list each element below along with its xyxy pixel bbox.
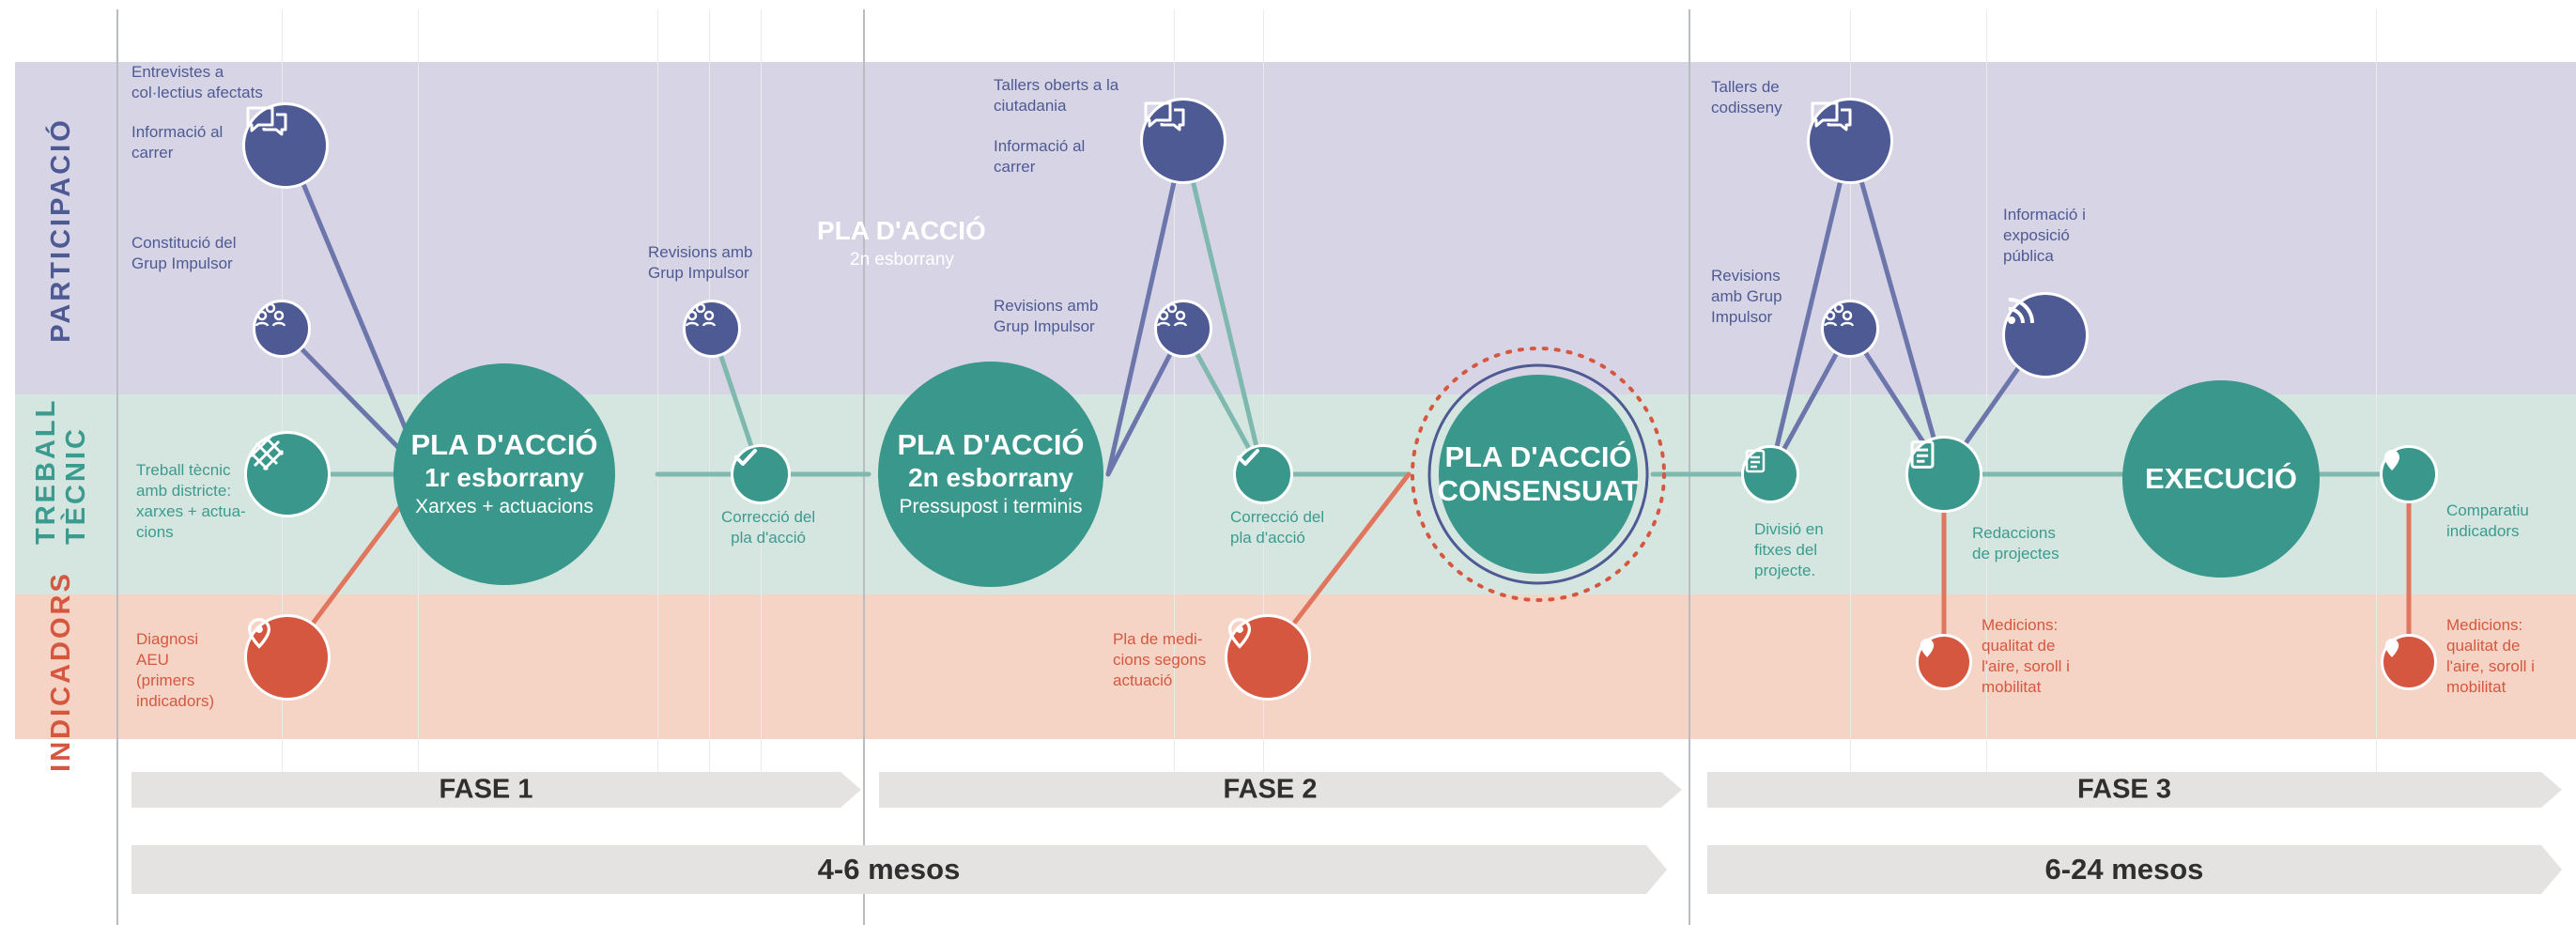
label-pla-medicions: Pla de medi- cions segons actuació <box>1113 630 1207 689</box>
label-informacio-carrer: Informació al carrer <box>131 123 224 162</box>
label-entrevistes: Entrevistes a col·lectius afectats <box>131 63 263 101</box>
document-icon <box>1741 445 1799 503</box>
grid-line <box>2376 9 2377 779</box>
label-informacio-carrer: Informació al carrer <box>994 137 1086 176</box>
node-subtitle: 2n esborrany <box>908 463 1073 492</box>
phase-3-arrow: FASE 3 <box>1707 772 2562 808</box>
node-title: PLA D'ACCIÓ <box>410 428 598 461</box>
grid-line <box>418 9 419 779</box>
chat-bubbles-icon <box>242 102 329 189</box>
location-pin-icon <box>2381 634 2437 690</box>
network-grid-icon <box>244 431 331 517</box>
watermark-title: PLA D'ACCIÓ <box>817 216 986 245</box>
grid-line <box>1850 9 1851 779</box>
chat-bubbles-icon <box>1807 98 1893 184</box>
node-description: Xarxes + actuacions <box>415 496 594 517</box>
grid-line <box>657 9 658 779</box>
execucio-node: EXECUCIÓ <box>2122 380 2320 578</box>
label-correccio-pla: Correcció del pla d'acció <box>721 508 816 547</box>
label-tallers-codisseny: Tallers de codisseny <box>1711 78 1782 116</box>
phase-label: FASE 1 <box>439 774 533 805</box>
phase-label: FASE 2 <box>1223 774 1318 805</box>
label-redaccions-projectes: Redaccions de projectes <box>1972 524 2059 563</box>
phase-1-arrow: FASE 1 <box>131 772 861 808</box>
grid-line <box>282 9 283 779</box>
label-constitucio-grup-impulsor: Constitució del Grup Impulsor <box>131 234 237 272</box>
location-pin-icon <box>1916 634 1972 690</box>
group-people-icon <box>253 300 311 358</box>
participacio-band <box>15 62 2576 394</box>
node-title: PLA D'ACCIÓ <box>1444 440 1632 473</box>
group-people-icon <box>683 300 741 358</box>
duration-label: 6-24 mesos <box>2044 853 2204 886</box>
grid-line <box>1986 9 1987 779</box>
grid-line <box>709 9 710 779</box>
duration-arrow-4-6: 4-6 mesos <box>131 845 1667 894</box>
label-treball-tecnic: Treball tècnic amb districte: xarxes + a… <box>136 461 246 541</box>
location-pin-icon <box>244 614 331 701</box>
document-icon <box>1905 436 1982 513</box>
label-divisio-fitxes: Divisió en fitxes del projecte. <box>1754 520 1824 579</box>
label-revisions-grup-impulsor: Revisions amb Grup Impulsor <box>648 243 753 282</box>
check-icon <box>1233 444 1293 504</box>
label-diagnosi: Diagnosi AEU (primers indicadors) <box>136 630 215 710</box>
node-description: Pressupost i terminis <box>899 496 1083 517</box>
check-icon <box>731 444 791 504</box>
label-comparatiu-indicadors: Comparatiu indicadors <box>2446 501 2529 540</box>
grid-line <box>1263 9 1264 779</box>
pla-accio-2n-esborrany-node: PLA D'ACCIÓ 2n esborrany Pressupost i te… <box>878 362 1103 587</box>
pla-accio-consensuat-node: PLA D'ACCIÓ CONSENSUAT <box>1437 375 1640 574</box>
duration-arrow-6-24: 6-24 mesos <box>1707 845 2562 894</box>
phase-divider <box>1689 9 1690 925</box>
node-title: EXECUCIÓ <box>2145 462 2297 495</box>
grid-line <box>1174 9 1175 779</box>
label-informacio-exposicio: Informació i exposició pública <box>2003 206 2086 265</box>
location-pin-icon <box>2380 445 2438 503</box>
duration-label: 4-6 mesos <box>817 853 961 886</box>
phase-divider <box>863 9 865 925</box>
node-title: PLA D'ACCIÓ <box>897 428 1085 461</box>
pla-accio-1r-esborrany-node: PLA D'ACCIÓ 1r esborrany Xarxes + actuac… <box>393 363 615 585</box>
label-medicions: Medicions: qualitat de l'aire, soroll i … <box>1982 616 2070 696</box>
label-revisions-grup-impulsor: Revisions amb Grup Impulsor <box>1711 267 1782 326</box>
node-subtitle: 1r esborrany <box>424 463 584 492</box>
grid-line <box>761 9 762 779</box>
phase-2-arrow: FASE 2 <box>879 772 1682 808</box>
label-medicions: Medicions: qualitat de l'aire, soroll i … <box>2446 616 2535 696</box>
group-people-icon <box>1154 300 1212 358</box>
phase-label: FASE 3 <box>2077 774 2171 805</box>
watermark-subtitle: 2n esborrany <box>850 250 954 270</box>
label-correccio-pla: Correcció del pla d'acció <box>1230 508 1325 547</box>
location-pin-icon <box>1225 614 1311 701</box>
node-subtitle: CONSENSUAT <box>1437 474 1640 507</box>
chat-bubbles-icon <box>1140 98 1226 184</box>
group-people-icon <box>1821 300 1879 358</box>
label-revisions-grup-impulsor: Revisions amb Grup Impulsor <box>994 297 1099 335</box>
broadcast-signal-icon <box>2002 292 2089 378</box>
phase-divider <box>116 9 118 925</box>
label-tallers-oberts: Tallers oberts a la ciutadania <box>994 76 1119 115</box>
